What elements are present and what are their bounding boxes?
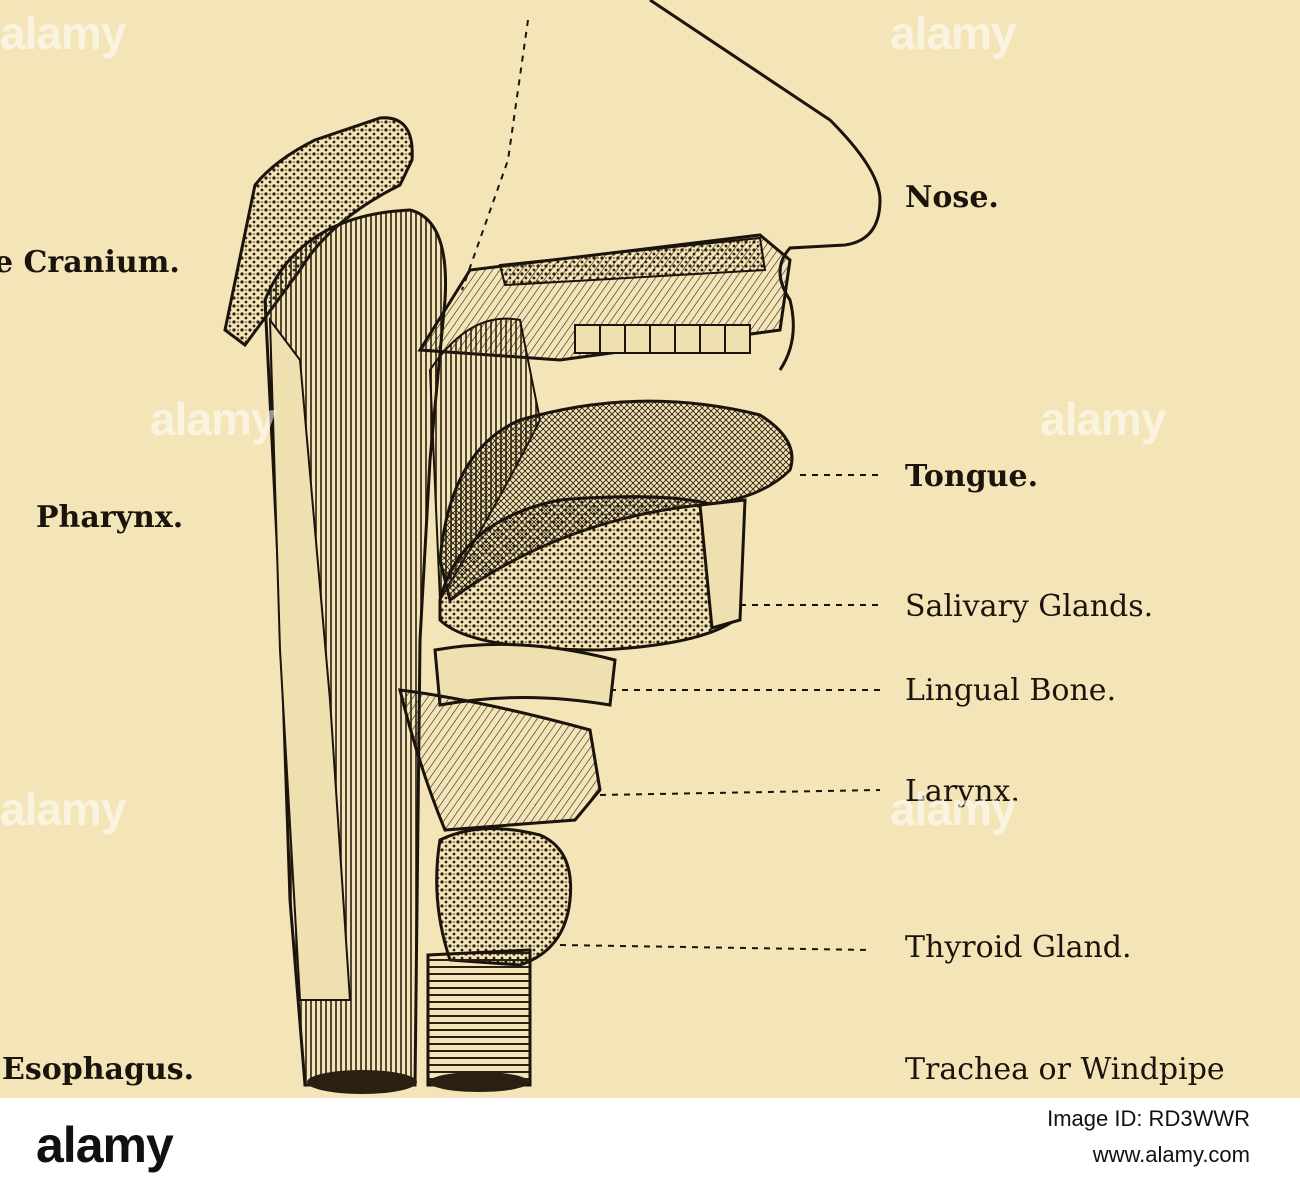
thyroid-gland xyxy=(435,827,573,967)
lingual-bone xyxy=(433,642,617,707)
pharynx-inner-light xyxy=(268,316,352,1001)
watermark: alamy xyxy=(890,783,1016,835)
label-thyroid-gland: Thyroid Gland. xyxy=(905,930,1132,965)
watermark: alamy xyxy=(150,393,276,445)
label-tongue: Tongue. xyxy=(905,459,1039,494)
image-id: Image ID: RD3WWR xyxy=(1047,1106,1250,1131)
nose-outline xyxy=(649,0,882,371)
jaw-front xyxy=(698,498,747,630)
footer-bar: alamy Image ID: RD3WWR www.alamy.com xyxy=(0,1098,1300,1188)
watermark: alamy xyxy=(0,7,126,59)
trachea-opening xyxy=(429,1072,529,1092)
watermark: alamy xyxy=(1040,393,1166,445)
trachea xyxy=(426,948,532,1087)
palate-bone xyxy=(498,236,767,287)
esophagus-opening xyxy=(307,1070,417,1094)
label-esophagus: Esophagus. xyxy=(2,1052,195,1087)
label-nose: Nose. xyxy=(905,180,999,215)
leader-lines xyxy=(461,19,881,951)
watermark: alamy xyxy=(0,783,126,835)
anatomy-engraving xyxy=(223,0,882,1094)
illustration-plate: e Cranium. Pharynx. Esophagus. Nose. Ton… xyxy=(0,0,1225,1094)
label-cranium: e Cranium. xyxy=(0,245,180,280)
label-trachea: Trachea or Windpipe xyxy=(905,1052,1225,1087)
label-pharynx: Pharynx. xyxy=(36,500,184,535)
larynx xyxy=(398,688,602,832)
site-url: www.alamy.com xyxy=(1092,1142,1250,1167)
teeth xyxy=(574,324,751,354)
label-lingual-bone: Lingual Bone. xyxy=(905,673,1117,708)
label-larynx: Larynx. xyxy=(905,774,1020,809)
watermark: alamy xyxy=(890,7,1016,59)
label-salivary-glands: Salivary Glands. xyxy=(905,589,1154,624)
alamy-logo: alamy xyxy=(36,1117,174,1173)
